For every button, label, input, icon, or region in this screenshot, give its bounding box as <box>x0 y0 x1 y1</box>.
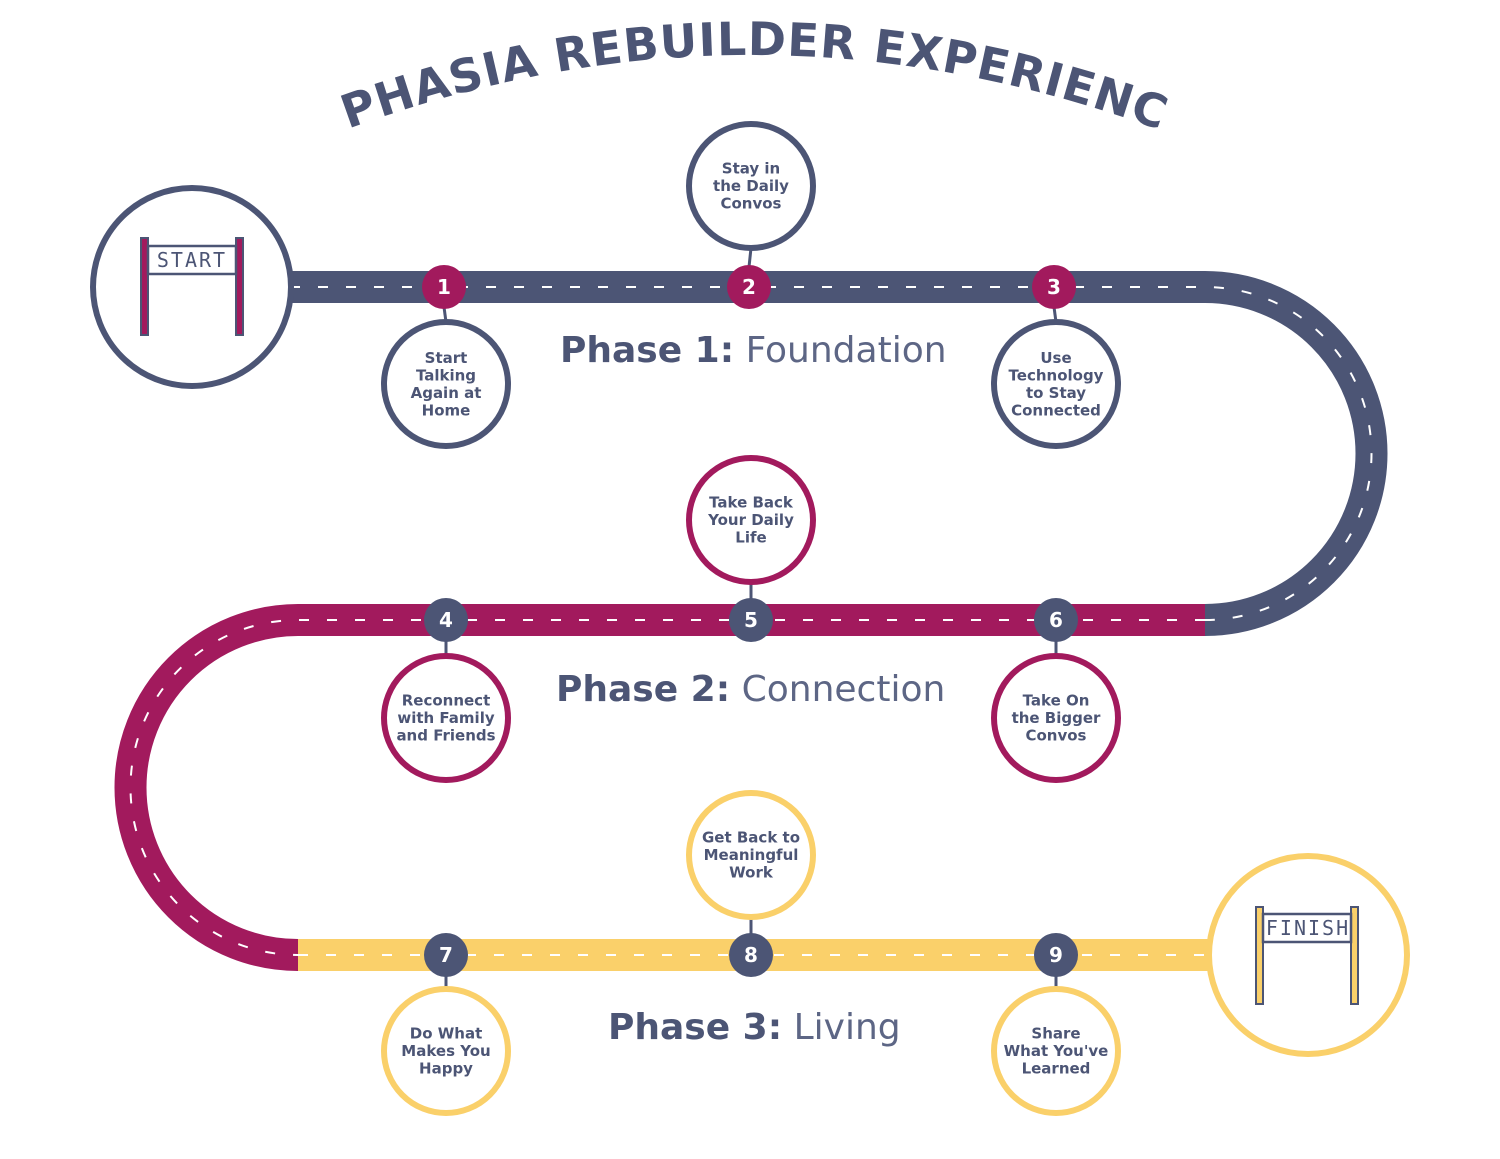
phase-1-number: Phase 1: <box>560 330 735 371</box>
step-number-marker <box>424 598 468 642</box>
step-number: 7 <box>439 943 453 967</box>
step-number-marker <box>424 933 468 977</box>
step-bubble <box>991 319 1121 449</box>
step-label-line: Connected <box>1011 401 1101 419</box>
step-bubble <box>991 986 1121 1116</box>
step-label-line: Take Back <box>709 494 794 512</box>
road-phase-2 <box>114 604 1205 971</box>
step-number-marker <box>422 265 466 309</box>
step-bubble <box>686 121 816 251</box>
step-number: 1 <box>437 275 451 299</box>
step-number: 2 <box>742 275 756 299</box>
step-label-line: Home <box>422 401 471 419</box>
step-number-marker <box>1032 265 1076 309</box>
step-label-line: What You've <box>1004 1042 1109 1060</box>
step-label-line: to Stay <box>1026 384 1086 402</box>
step-label-line: and Friends <box>396 727 495 745</box>
step-number-marker <box>729 598 773 642</box>
step-label-line: Use <box>1040 349 1071 367</box>
finish-gate-icon <box>1255 906 1359 1005</box>
finish-marker: FINISH <box>1206 853 1410 1057</box>
step-number-marker <box>729 933 773 977</box>
step-label-line: Stay in <box>722 160 780 178</box>
step-label-line: Happy <box>419 1060 473 1078</box>
phase-3-name: Living <box>793 1007 901 1048</box>
diagram-title: APHASIA REBUILDER EXPERIENCE <box>0 0 1175 141</box>
phase-1-label: Phase 1: Foundation <box>560 330 947 371</box>
step-number: 5 <box>744 608 758 632</box>
road-phase-1 <box>290 271 1388 636</box>
step-bubble <box>381 986 511 1116</box>
step-bubble <box>381 653 511 783</box>
step-number: 3 <box>1047 275 1061 299</box>
step-label-line: Your Daily <box>707 511 794 529</box>
phase-3-label: Phase 3: Living <box>608 1007 901 1048</box>
start-sign-label: START <box>157 248 227 272</box>
step-label-line: Start <box>425 349 468 367</box>
step-label-line: Share <box>1031 1025 1080 1043</box>
step-label-line: Again at <box>411 384 482 402</box>
phase-2-label: Phase 2: Connection <box>556 669 945 710</box>
step-label-line: Work <box>729 864 774 882</box>
start-gate-icon <box>140 237 244 336</box>
phase-3-number: Phase 3: <box>608 1007 783 1048</box>
step-label-line: Take On <box>1023 692 1090 710</box>
step-label-line: Technology <box>1009 366 1104 384</box>
phase-2-number: Phase 2: <box>556 669 731 710</box>
step-number: 9 <box>1049 943 1063 967</box>
step-label-line: Get Back to <box>702 829 800 847</box>
step-label-line: Convos <box>1025 727 1086 745</box>
step-bubble <box>991 653 1121 783</box>
step-number: 8 <box>744 943 758 967</box>
step-connector <box>747 247 753 268</box>
step-label-line: Learned <box>1022 1060 1091 1078</box>
step-number-marker <box>1034 933 1078 977</box>
step-label-line: the Bigger <box>1012 709 1101 727</box>
step-number: 4 <box>439 608 453 632</box>
step-label-line: Talking <box>416 366 476 384</box>
phase-1-name: Foundation <box>745 330 947 371</box>
step-label-line: Convos <box>720 195 781 213</box>
step-number: 6 <box>1049 608 1063 632</box>
step-bubble <box>381 319 511 449</box>
step-label-line: Reconnect <box>402 692 491 710</box>
step-label-line: Meaningful <box>704 846 799 864</box>
phase-2-name: Connection <box>741 669 946 710</box>
step-label-line: with Family <box>397 709 494 727</box>
step-bubble <box>686 455 816 585</box>
step-bubble <box>686 790 816 920</box>
step-label-line: the Daily <box>713 177 789 195</box>
step-label-line: Life <box>735 529 766 547</box>
finish-sign-label: FINISH <box>1266 916 1350 940</box>
step-label-line: Do What <box>410 1025 483 1043</box>
step-number-marker <box>1034 598 1078 642</box>
step-number-marker <box>727 265 771 309</box>
start-marker: START <box>90 185 294 389</box>
step-label-line: Makes You <box>401 1042 490 1060</box>
